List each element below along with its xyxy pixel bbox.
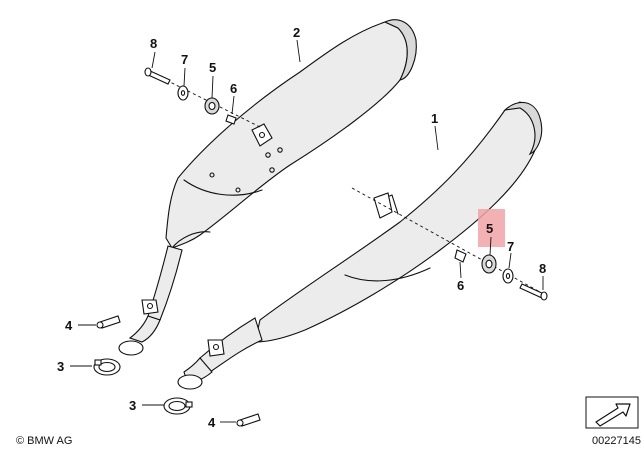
leader-lines xyxy=(70,39,544,423)
callout-4-lower: 4 xyxy=(208,415,216,430)
upper-fasteners xyxy=(144,67,237,125)
callout-1: 1 xyxy=(431,111,438,126)
copyright-text: © BMW AG xyxy=(16,435,72,447)
callout-3-lower: 3 xyxy=(129,398,136,413)
callout-8-lower: 8 xyxy=(539,261,546,276)
callout-labels: 2 1 8 7 5 6 5 7 8 6 4 3 3 4 xyxy=(57,25,546,430)
callout-4-upper: 4 xyxy=(65,318,73,333)
callout-7-upper: 7 xyxy=(181,52,188,67)
upper-muffler xyxy=(118,19,417,356)
callout-6-upper: 6 xyxy=(230,81,237,96)
callout-8-upper: 8 xyxy=(150,36,157,51)
callout-2: 2 xyxy=(293,25,300,40)
callout-7-lower: 7 xyxy=(507,239,514,254)
callout-5-upper: 5 xyxy=(209,60,216,75)
callout-6-lower: 6 xyxy=(457,278,464,293)
arrow-box-icon xyxy=(585,396,639,429)
diagram-number: 00227145 xyxy=(592,435,641,447)
lower-fasteners xyxy=(454,249,548,301)
lower-muffler xyxy=(177,101,543,390)
callout-5-lower: 5 xyxy=(486,221,493,236)
clamps-and-studs xyxy=(93,315,261,427)
callout-3-upper: 3 xyxy=(57,359,64,374)
highlight-part-5 xyxy=(478,209,505,247)
